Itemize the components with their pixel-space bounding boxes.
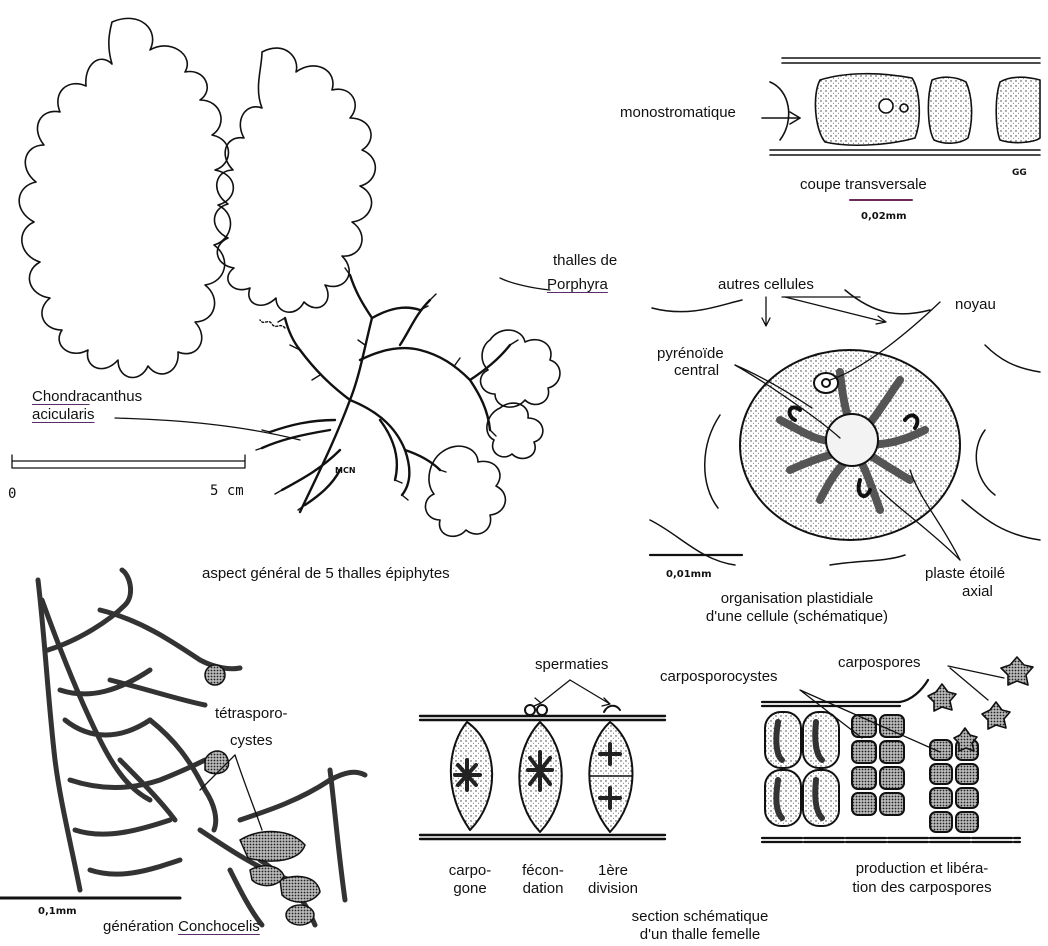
carpo-caption-line1: production et libéra- xyxy=(822,860,1022,878)
tetra-pointer-lines xyxy=(0,755,262,898)
section-caption: coupe transversale xyxy=(800,176,927,194)
section-initials: GG xyxy=(1012,164,1027,182)
central-cell xyxy=(740,350,960,540)
monostromatique-label: monostromatique xyxy=(620,104,736,122)
conchocelis-filaments xyxy=(38,570,365,925)
conchocelis-caption-prefix: génération xyxy=(103,918,174,935)
spermaties-label: spermaties xyxy=(535,656,608,674)
cell-caption-line2: d'une cellule (schématique) xyxy=(672,608,922,626)
autres-cellules-label: autres cellules xyxy=(718,276,814,294)
scale-bar-5cm xyxy=(12,455,245,468)
pyrenoide-label-line2: central xyxy=(674,362,719,380)
carpogone-label-line1: carpo- xyxy=(445,862,495,880)
scale-zero-label: 0 xyxy=(8,485,16,503)
conchocelis-scale-label: 0,1mm xyxy=(38,903,77,921)
carpospores-label: carpospores xyxy=(838,654,921,672)
chondracanthus-thallus xyxy=(262,275,510,512)
signature-mcn: MCN xyxy=(335,462,356,480)
carpogone-label-line2: gone xyxy=(445,880,495,898)
porphyra-thallus-small-2 xyxy=(487,403,543,458)
fecondation-label-line2: dation xyxy=(515,880,571,898)
plaste-label-line1: plaste étoilé xyxy=(925,565,1005,583)
fecondation-label-line1: fécon- xyxy=(515,862,571,880)
tetrasporocystes-label-line2: cystes xyxy=(230,732,273,750)
spermaties-pointer-lines xyxy=(534,680,610,706)
carpospore-section xyxy=(762,657,1033,842)
tetrasporocystes-label-line1: tétrasporo- xyxy=(215,705,288,723)
section-scale-label: 0,02mm xyxy=(861,208,907,226)
porphyra-label-line2: Porphyra xyxy=(547,276,608,294)
porphyra-thallus-right xyxy=(214,48,375,312)
chondracanthus-label-line1: Chondracanthus xyxy=(32,388,142,406)
division-label-line1: 1ère xyxy=(578,862,648,880)
transverse-section xyxy=(770,58,1040,155)
conchocelis-caption-genus: Conchocelis xyxy=(178,918,260,935)
chondracanthus-label-line2: acicularis xyxy=(32,406,95,424)
porphyra-thallus-small-1 xyxy=(481,330,560,407)
cell-caption-line1: organisation plastidiale xyxy=(672,590,922,608)
porphyra-caption: aspect général de 5 thalles épiphytes xyxy=(202,565,450,583)
porphyra-thallus-left xyxy=(19,18,233,377)
pyrenoide-label-line1: pyrénoïde xyxy=(657,345,724,363)
porphyra-thallus-bottom xyxy=(425,446,505,536)
carpo-caption-line2: tion des carpospores xyxy=(822,879,1022,897)
noyau-label: noyau xyxy=(955,296,996,314)
female-caption-line2: d'un thalle femelle xyxy=(600,926,800,944)
division-label-line2: division xyxy=(578,880,648,898)
chondracanthus-spines xyxy=(256,268,518,510)
chondracanthus-genus-part: Chondra xyxy=(32,388,90,405)
monostromatique-arrow xyxy=(762,112,800,124)
porphyra-label-line1: thalles de xyxy=(553,252,617,270)
female-thallus-section xyxy=(420,705,665,839)
plaste-label-line2: axial xyxy=(962,583,993,601)
cell-scale-label: 0,01mm xyxy=(666,566,712,584)
conchocelis-caption: génération Conchocelis xyxy=(103,918,260,936)
female-caption-line1: section schématique xyxy=(600,908,800,926)
scale-5cm-label: 5 cm xyxy=(210,482,244,500)
carposporocystes-label: carposporocystes xyxy=(660,668,778,686)
porphyra-pointer-lines xyxy=(115,278,550,440)
chondracanthus-genus-rest: canthus xyxy=(90,388,143,405)
